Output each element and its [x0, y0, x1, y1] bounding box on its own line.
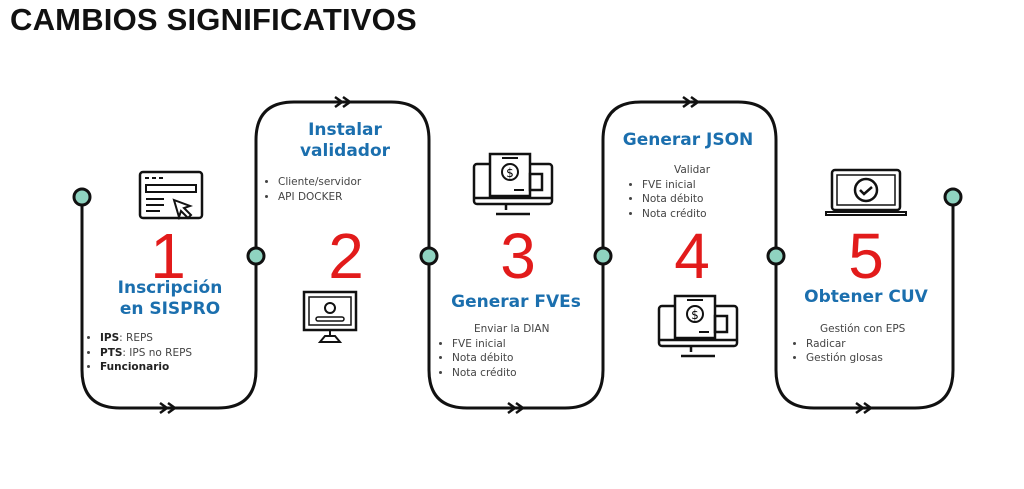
step-title: Generar FVEs: [451, 292, 581, 312]
step-list: IPS: REPS PTS: IPS no REPS Funcionario: [84, 331, 192, 375]
list-item: Nota crédito: [642, 207, 766, 222]
list-item: Nota crédito: [452, 366, 596, 381]
list-item: API DOCKER: [278, 190, 361, 205]
double-chevron-icons: [155, 95, 874, 415]
step-number: 2: [328, 220, 364, 292]
step-number: 1: [150, 220, 186, 292]
list-item: IPS: REPS: [100, 331, 192, 346]
timeline-nodes: [72, 187, 963, 266]
list-item: FVE inicial: [642, 178, 766, 193]
web-click-icon: [138, 170, 204, 220]
list-item: Gestión glosas: [806, 351, 950, 366]
monitor-invoice-icon: $: [472, 152, 554, 216]
list-item: Cliente/servidor: [278, 175, 361, 190]
step-title: Generar JSON: [622, 130, 754, 150]
step-title: Obtener CUV: [804, 287, 928, 307]
step-number: 5: [848, 220, 884, 292]
monitor-invoice-icon: $: [657, 294, 739, 358]
step-list: Gestión con EPS Radicar Gestión glosas: [790, 322, 950, 366]
list-item: Nota débito: [642, 192, 766, 207]
step-subtitle: Enviar la DIAN: [474, 323, 550, 335]
step-list: Cliente/servidor API DOCKER: [262, 175, 361, 204]
step-number: 3: [500, 220, 536, 292]
laptop-check-icon: [825, 168, 907, 216]
monitor-gear-icon: [302, 290, 358, 343]
step-subtitle: Gestión con EPS: [820, 323, 906, 335]
step-subtitle: Validar: [674, 164, 711, 176]
list-item: PTS: IPS no REPS: [100, 346, 192, 361]
list-item: Radicar: [806, 337, 950, 352]
step-number: 4: [674, 220, 710, 292]
step-list: Validar FVE inicial Nota débito Nota cré…: [626, 163, 766, 221]
svg-text:$: $: [506, 166, 514, 180]
list-item: Funcionario: [100, 360, 192, 375]
svg-text:$: $: [691, 308, 699, 322]
list-item: FVE inicial: [452, 337, 596, 352]
list-item: Nota débito: [452, 351, 596, 366]
step-list: Enviar la DIAN FVE inicial Nota débito N…: [436, 322, 596, 380]
page-title: CAMBIOS SIGNIFICATIVOS: [10, 2, 417, 37]
